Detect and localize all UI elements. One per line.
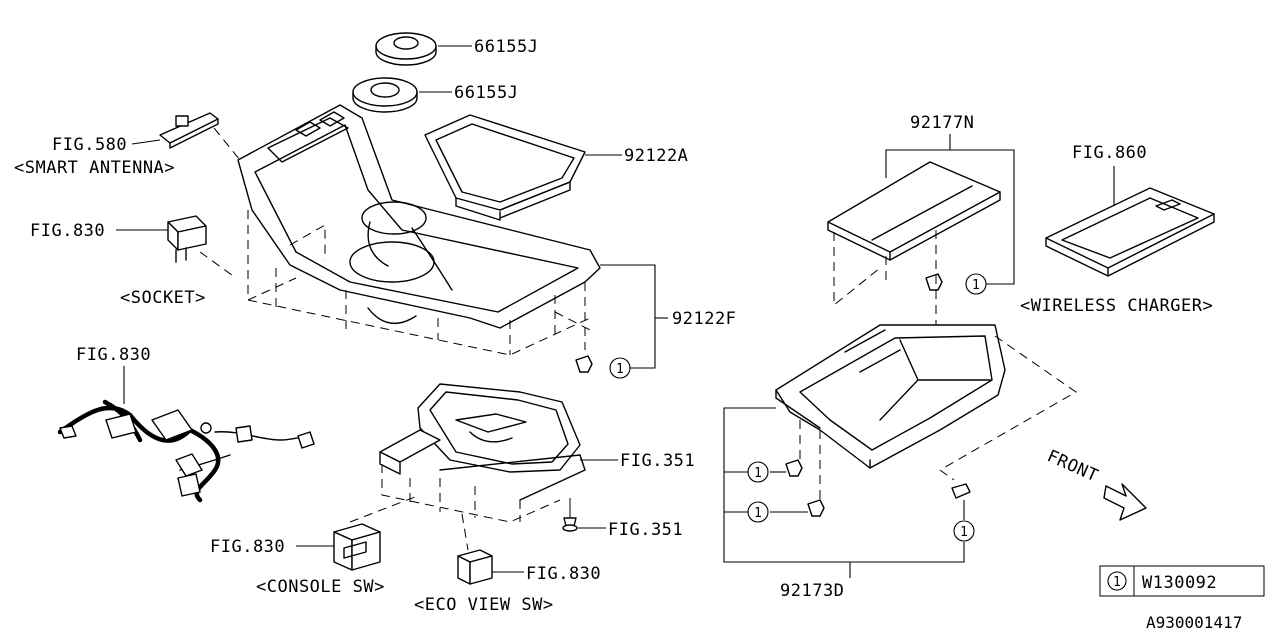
dash-console-sw [349,494,421,523]
diagram-id: A930001417 [1146,613,1242,632]
cup-holder-ring-lower [352,77,418,113]
leader-92177n [885,134,1015,285]
dash-antenna [213,127,241,161]
dash-eco-sw [461,513,469,551]
console-panel-dashes [247,210,591,356]
legend-code: W130092 [1142,573,1217,593]
label-wireless-charger: <WIRELESS CHARGER> [1020,296,1213,316]
wireless-charger-part [1045,187,1215,277]
callout-marker-1a-text: 1 [616,362,624,377]
callout-marker-1e [953,520,975,542]
clip-frame-1 [785,459,803,477]
socket-part [167,215,207,263]
callout-marker-1a [609,357,631,379]
callout-marker-1b-text: 1 [972,278,980,293]
screw-part [562,498,578,532]
label-fig351-console: FIG.351 [620,451,695,471]
legend-marker: 1 [1113,575,1121,590]
callout-marker-1d-text: 1 [754,506,762,521]
callout-marker-1c-text: 1 [754,466,762,481]
shift-console-dashes [381,464,561,523]
clip-frame-3 [951,483,971,499]
callout-marker-1c [747,461,769,483]
dash-frame-left [799,420,955,500]
label-fig830-socket: FIG.830 [30,221,105,241]
callout-marker-1e-text: 1 [960,525,968,540]
label-console-sw: <CONSOLE SW> [256,577,385,597]
label-fig830-console: FIG.830 [210,537,285,557]
label-fig830-harness: FIG.830 [76,345,151,365]
dash-frame-right [939,335,1077,471]
leader-92122f [600,264,656,369]
label-fig580: FIG.580 [52,135,127,155]
label-92122a: 92122A [624,146,688,166]
label-fig351-screw: FIG.351 [608,520,683,540]
charger-cover-part [827,161,1001,261]
console-lower-part [775,324,1006,469]
label-92173d: 92173D [780,581,844,601]
callout-marker-1d [747,501,769,523]
leader-fig580 [131,139,161,145]
clip-92177n [925,273,943,291]
smart-antenna-part [159,112,219,149]
label-fig830-eco: FIG.830 [526,564,601,584]
legend-box: 1 W130092 [1099,565,1265,597]
label-66155j-lower: 66155J [454,83,518,103]
console-panel-part [237,104,601,329]
clip-92122f [575,355,593,373]
front-arrow-icon [1103,483,1147,521]
console-switch-part [333,523,381,571]
dash-charger-cover [833,232,887,307]
label-66155j-upper: 66155J [474,37,538,57]
harness-part [57,399,315,503]
front-label: FRONT [1044,446,1101,486]
label-socket: <SOCKET> [120,288,206,308]
leader-92173d [723,407,965,563]
clip-frame-2 [807,499,825,517]
label-92122f: 92122F [672,309,736,329]
callout-marker-1b [965,273,987,295]
eco-view-switch-part [457,549,493,585]
shift-console-part [379,383,586,501]
label-92177n: 92177N [910,113,974,133]
dash-socket [199,251,237,279]
label-eco-view-sw: <ECO VIEW SW> [414,595,554,615]
label-fig860: FIG.860 [1072,143,1147,163]
cup-holder-ring-upper [375,32,437,66]
label-smart-antenna: <SMART ANTENNA> [14,158,175,178]
tray-part [424,114,586,221]
